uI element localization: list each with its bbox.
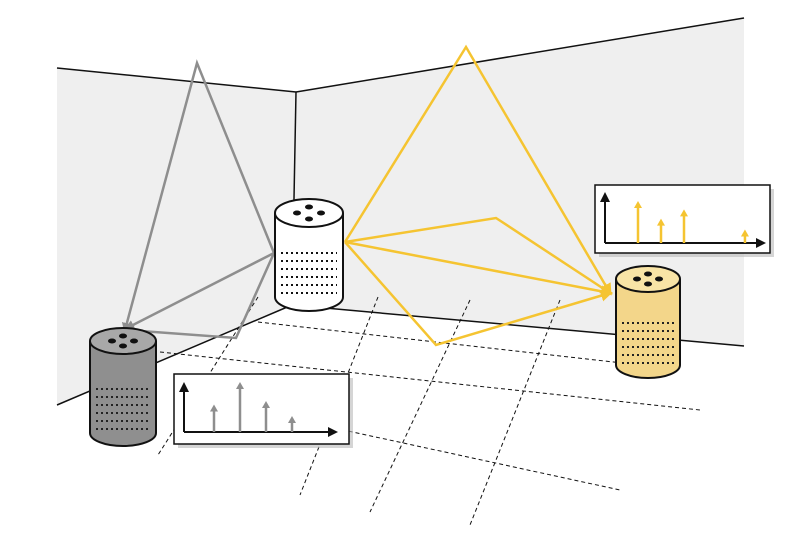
ceiling-edge-right: [295, 17, 745, 93]
ceiling-edge-left: [56, 67, 297, 93]
arrow-icon: [210, 404, 218, 412]
speaker-grill: [281, 252, 337, 294]
arrow-icon: [634, 201, 642, 208]
speaker-icon: [89, 327, 157, 447]
impulse-taps: [634, 201, 749, 243]
impulse-taps: [210, 382, 296, 432]
speaker-icon: [274, 198, 344, 312]
speaker-grill: [96, 388, 150, 430]
left-wall: [57, 68, 296, 405]
arrow-icon: [288, 416, 296, 423]
speaker-icon: [615, 265, 681, 379]
room: [56, 17, 745, 406]
impulse-response-chart: [594, 184, 774, 257]
back-wall: [292, 18, 744, 346]
speaker-grill: [622, 322, 674, 364]
arrow-icon: [262, 401, 270, 408]
arrow-icon: [740, 229, 749, 237]
yellow-reflection-paths: [343, 44, 613, 347]
arrow-icon: [236, 382, 244, 389]
arrow-icon: [657, 218, 665, 226]
gray-reflection-paths: [121, 59, 276, 340]
arrow-icon: [680, 209, 688, 217]
impulse-response-chart: [173, 373, 353, 448]
